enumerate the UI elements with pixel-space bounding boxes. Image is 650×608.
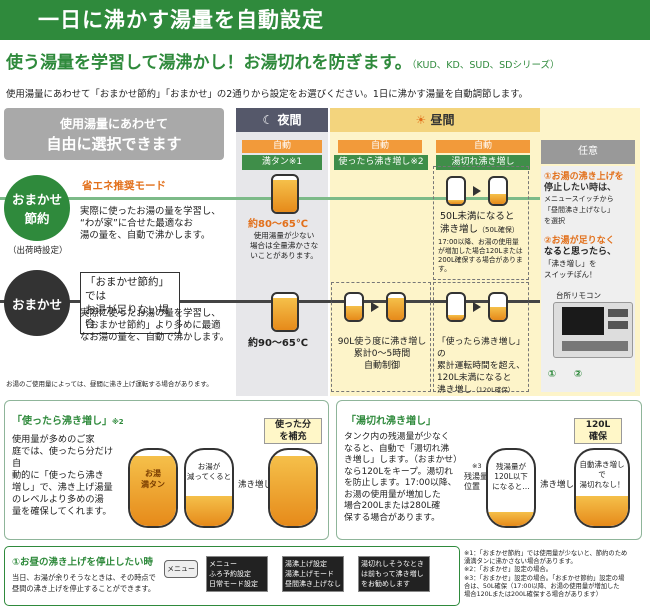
note-3: ※3 [472, 462, 482, 470]
box2-bubble: 自動沸き増しで湯切れなし！ [579, 460, 625, 489]
night-tank-1 [271, 174, 299, 214]
moon-icon: ☾ [262, 113, 278, 127]
box2-tank-kept [574, 448, 630, 528]
day-tank-refilled-2 [488, 292, 508, 322]
use-reheat-panel [4, 400, 329, 540]
remote-button[interactable] [608, 321, 628, 329]
night-label: ☾ 夜間 [236, 108, 328, 132]
screen-message: 湯切れしそうなときは前もって沸き増しをお勧めします [358, 556, 430, 592]
setsuyaku-desc: 実際に使ったお湯の量を学習し、“わが家”に合せた最適なお湯の量を、自動で沸かしま… [80, 206, 221, 241]
use-reheat-box [331, 282, 431, 392]
callout-2: ② [573, 368, 583, 380]
default-setting: （出荷時設定） [8, 246, 68, 256]
subtitle: 使う湯量を学習して湯沸かし！お湯切れを防ぎます。（KUD、KD、SUD、SDシリ… [6, 53, 560, 73]
night-tank-2 [271, 292, 299, 332]
day-tank-high [386, 292, 406, 322]
day-tank-mid [344, 292, 364, 322]
shortage-reheat-desc: タンク内の残湯量が少なくなると、自動で「湯切れ沸き増し」します。（おまかせ）なら… [344, 432, 462, 523]
omakase-desc: 実際に使ったお湯の量を学習し、「おまかせ節約」より多めに最適なお湯の量を、自動で… [80, 308, 230, 343]
eco-mode-label: 省エネ推奨モード [82, 180, 166, 192]
day-tank-low [446, 176, 466, 206]
remote-button-row[interactable] [562, 341, 628, 351]
stop-heating-title: ①お昼の沸き上げを停止したい時 [12, 557, 154, 568]
omakase-header: 「おまかせ節約」ではお湯が足りない場合 [80, 272, 180, 334]
omakase-circle[interactable]: おまかせ [4, 270, 70, 336]
omakase-setsuyaku-circle[interactable]: おまかせ節約 [4, 175, 70, 241]
callout-1: ① [547, 368, 557, 380]
use-reheat-text: 90L使う度に沸き増し累計0～5時間自動制御 [337, 337, 427, 371]
night-temp-1: 約80～65℃ [248, 219, 308, 230]
remote-button[interactable] [608, 309, 628, 317]
omakase-line [0, 300, 540, 303]
shortage-box-1 [433, 166, 529, 280]
auto-label-day1: 自動 [338, 140, 422, 153]
box1-tank-full [128, 448, 178, 528]
box1-tank-decreasing [184, 448, 234, 528]
box1-action: 沸き増し [238, 480, 273, 490]
box1-tank-refilled [268, 448, 318, 528]
box1-tank-full-label: お湯満タン [141, 469, 165, 489]
optional-step-2: ②お湯が足りなく なると思ったら、 「沸き増し」を スイッチぽん！ [544, 236, 617, 279]
select-freely-box: 使用湯量にあわせて 自由に選択できます [4, 108, 224, 160]
box1-tag: 使った分を補充 [264, 418, 322, 444]
night-note-1: 使用湯量が少ない場合は全量沸かさないことがあります。 [249, 231, 319, 260]
intro-text: 使用湯量にあわせて「おまかせ節約」「おまかせ」の2通りから設定をお選びください。… [6, 89, 528, 100]
use-reheat-desc: 使用量が多めのご家庭では、使ったら分だけ自動的に「使ったら沸き増し」で、沸き上げ… [12, 434, 114, 517]
optional-step-1: ①お湯の沸き上げを 停止したい時は、 メニュースイッチから 「昼間沸き上げなし」… [544, 172, 624, 225]
mode-full-tank: 満タン※1 [242, 155, 322, 170]
stop-heating-panel [4, 546, 460, 606]
level-label: 残湯量位置 [464, 472, 488, 491]
box2-tank-low [486, 448, 536, 528]
footnotes: ※1：「おまかせ節約」では使用量が少ないと、節約のため湧満タンに沸かさない場合が… [464, 550, 628, 599]
arrow-icon [371, 302, 379, 312]
shortage-text-1: 50L未満になると沸き増し（50L確保） [440, 211, 519, 235]
use-reheat-title: 「使ったら沸き増し」※2 [12, 416, 124, 427]
remote-screen [562, 307, 604, 335]
shortage-reheat-title: 「湯切れ沸き増し」 [346, 416, 436, 427]
auto-label-day2: 自動 [436, 140, 530, 153]
optional-label: 任意 [541, 140, 635, 164]
mode-use-reheat: 使ったら沸き増し※2 [334, 155, 428, 170]
stop-heating-desc: 当日、お湯が余りそうなときは、その時点で昼間の沸き上げを停止することができます。 [12, 573, 156, 593]
shortage-text-2: 「使ったら沸き増し」の累計運転時間を超え、120L未満になると沸き増し（120L… [437, 337, 525, 395]
usage-note: お湯のご使用量によっては、昼間に沸き上げ運転する場合があります。 [6, 380, 213, 388]
arrow-icon [473, 302, 481, 312]
setsuyaku-line [0, 197, 540, 200]
arrow-icon [473, 186, 481, 196]
shortage-reheat-panel [336, 400, 642, 540]
shortage-box-2 [433, 282, 529, 392]
menu-button[interactable]: メニュー [164, 560, 198, 578]
screen-heat-setting: 湯沸上げ設定湯沸上げモード昼間沸き上げなし [282, 556, 344, 592]
day-label: ☀ 昼間 [330, 108, 540, 132]
page-title: 一日に沸かす湯量を自動設定 [0, 0, 650, 40]
night-temp-2: 約90～65℃ [248, 338, 308, 349]
series-note: （KUD、KD、SUD、SDシリーズ） [411, 60, 560, 71]
screen-menu: メニューふろ予約設定日常モード設定 [206, 556, 268, 592]
box2-action: 沸き増し [540, 480, 575, 490]
remote-label: 台所リモコン [556, 291, 601, 300]
box1-tank-decreasing-label: お湯が減ってくると [186, 462, 232, 481]
day-tank-refilled [488, 176, 508, 206]
auto-label-night: 自動 [242, 140, 322, 153]
day-tank-low-2 [446, 292, 466, 322]
sun-icon: ☀ [415, 113, 431, 127]
kitchen-remote [553, 302, 633, 358]
